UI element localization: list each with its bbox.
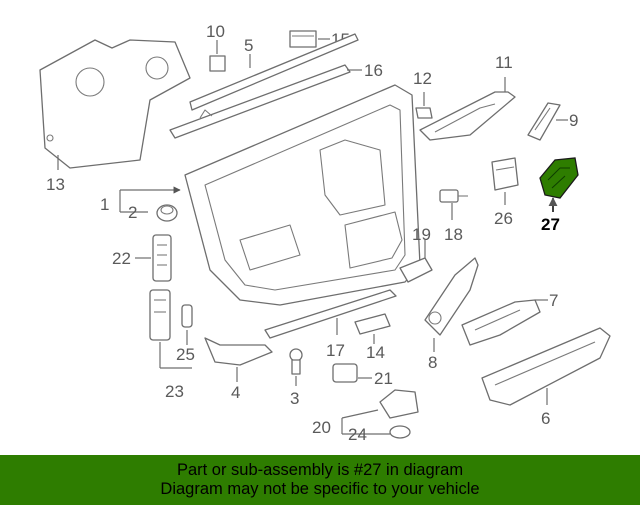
callout-6: 6	[541, 409, 550, 428]
callout-25: 25	[176, 345, 195, 364]
footer-strip	[0, 505, 640, 512]
part-7-handle[interactable]	[461, 299, 541, 346]
part-26-lock-button[interactable]	[491, 157, 519, 191]
part-2-clip[interactable]	[156, 204, 178, 222]
callout-1: 1	[100, 195, 109, 214]
callout-26: 26	[494, 209, 513, 228]
part-13-water-shield[interactable]	[39, 39, 191, 169]
callout-14: 14	[366, 343, 385, 362]
part-16-weatherstrip[interactable]	[169, 64, 351, 139]
part-4-trim-strip[interactable]	[204, 337, 273, 366]
part-15-switch-bracket[interactable]	[289, 30, 317, 48]
part-17-lower-molding[interactable]	[264, 289, 397, 339]
callout-3: 3	[290, 389, 299, 408]
part-9-speaker-grille[interactable]	[527, 102, 561, 141]
banner-line-1: Part or sub-assembly is #27 in diagram	[176, 461, 464, 479]
part-10-clip[interactable]	[209, 55, 226, 72]
part-23-pocket[interactable]	[149, 289, 171, 341]
callout-18: 18	[444, 225, 463, 244]
part-21-lamp[interactable]	[332, 363, 358, 383]
callout-8: 8	[428, 353, 437, 372]
part-27-window-switch-highlighted[interactable]	[539, 157, 579, 199]
callout-9: 9	[569, 111, 578, 130]
callout-7: 7	[549, 291, 558, 310]
part-11-handle-bezel[interactable]	[419, 91, 516, 141]
callout-12: 12	[413, 69, 432, 88]
callout-22: 22	[112, 249, 131, 268]
callout-20: 20	[312, 418, 331, 437]
part-24-bulb[interactable]	[389, 425, 411, 439]
callout-16: 16	[364, 61, 383, 80]
part-3-screw[interactable]	[289, 348, 303, 375]
callout-17: 17	[326, 341, 345, 360]
part-5-belt-molding[interactable]	[189, 33, 359, 111]
banner-line-2: Diagram may not be specific to your vehi…	[160, 480, 480, 498]
callout-10: 10	[206, 22, 225, 41]
callout-23: 23	[165, 382, 184, 401]
callout-24: 24	[348, 425, 367, 444]
callout-19: 19	[412, 225, 431, 244]
part-20-cover[interactable]	[379, 389, 419, 419]
part-22-vent[interactable]	[152, 234, 172, 282]
callout-27: 27	[541, 215, 560, 234]
callout-2: 2	[128, 203, 137, 222]
callout-21: 21	[374, 369, 393, 388]
info-banner: Part or sub-assembly is #27 in diagram D…	[0, 455, 640, 505]
parts-diagram: 13 10 5 15 16 11 12 9	[39, 22, 611, 444]
part-18-pin[interactable]	[439, 189, 468, 203]
callout-11: 11	[495, 53, 513, 72]
part-12-clip[interactable]	[415, 107, 433, 119]
part-19-reflector[interactable]	[399, 257, 433, 283]
part-25-clip[interactable]	[181, 304, 193, 328]
callout-4: 4	[231, 383, 240, 402]
leader-20b	[341, 409, 379, 419]
part-6-armrest[interactable]	[481, 327, 611, 406]
callout-13: 13	[46, 175, 65, 194]
part-8-speaker-cover[interactable]	[424, 257, 479, 336]
door-trim-panel[interactable]	[184, 84, 421, 306]
callout-5: 5	[244, 36, 253, 55]
part-14-switch[interactable]	[354, 313, 391, 335]
